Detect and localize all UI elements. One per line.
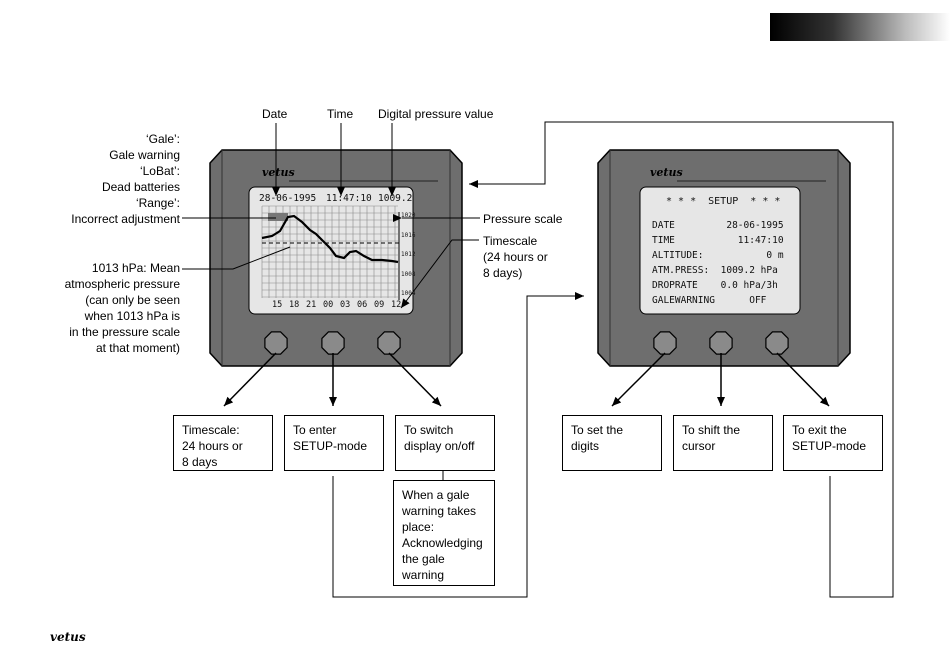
label-time: Time: [327, 107, 354, 121]
label-mean-pressure: 1013 hPa: Mean atmospheric pressure (can…: [64, 261, 180, 355]
display-pressure: 1009.2: [378, 193, 413, 204]
display-time: 11:47:10: [326, 193, 372, 204]
header-gradient-bar: [770, 13, 950, 41]
box-exit-setup: To exit the SETUP-mode: [783, 415, 883, 471]
button-exit-setup[interactable]: [765, 331, 789, 355]
right-device: [597, 149, 851, 367]
x-tick-label: 18: [289, 300, 300, 310]
label-date: Date: [262, 107, 288, 121]
button-timescale[interactable]: [264, 331, 288, 355]
setup-row: TIME 11:47:10: [652, 235, 784, 246]
setup-row: DROPRATE 0.0 hPa/3h: [652, 280, 778, 291]
box-enter-setup: To enter SETUP-mode: [284, 415, 384, 471]
setup-row: GALEWARNING OFF: [652, 295, 767, 306]
y-tick-label: 1012: [401, 251, 416, 258]
pressure-graph-curve: [261, 213, 400, 264]
box-timescale: Timescale: 24 hours or 8 days: [173, 415, 273, 471]
setup-row: ALTITUDE: 0 m: [652, 250, 784, 261]
leader-lines: [182, 123, 480, 309]
box-gale-acknowledge: When a gale warning takes place: Acknowl…: [393, 480, 495, 586]
button-arrows: [223, 352, 830, 407]
x-tick-label: 15: [272, 300, 283, 310]
box-set-digits: To set the digits: [562, 415, 662, 471]
pressure-graph-grid: [261, 205, 398, 298]
setup-row: DATE 28-06-1995: [652, 220, 784, 231]
display-date: 28-06-1995: [259, 193, 317, 204]
box-switch-display: To switch display on/off: [395, 415, 495, 471]
x-tick-label: 12: [391, 300, 402, 310]
button-display[interactable]: [377, 331, 401, 355]
button-setup[interactable]: [321, 331, 345, 355]
label-digital-pressure: Digital pressure value: [378, 107, 494, 121]
label-pressure-scale: Pressure scale: [483, 212, 563, 226]
x-tick-label: 09: [374, 300, 385, 310]
brand-logo-left: vetus: [262, 166, 295, 179]
y-tick-label: 1020: [401, 212, 416, 219]
flow-connectors: [332, 121, 894, 598]
setup-row: ATM.PRESS: 1009.2 hPa: [652, 265, 778, 276]
setup-title: * * * SETUP * * *: [666, 196, 781, 207]
brand-logo-right: vetus: [650, 166, 683, 179]
y-tick-label: 1008: [401, 270, 416, 278]
x-tick-label: 21: [306, 300, 317, 310]
button-shift-cursor[interactable]: [709, 331, 733, 355]
label-gale-warnings: ‘Gale’: Gale warning ‘LoBat’: Dead batte…: [71, 132, 180, 226]
x-tick-label: 00: [323, 300, 334, 310]
button-set-digits[interactable]: [653, 331, 677, 355]
box-shift-cursor: To shift the cursor: [673, 415, 773, 471]
label-timescale: Timescale (24 hours or 8 days): [483, 234, 548, 280]
y-tick-label: 1004: [401, 290, 416, 297]
brand-logo-footer: vetus: [50, 630, 86, 644]
x-tick-label: 03: [340, 300, 351, 310]
x-tick-label: 06: [357, 300, 368, 310]
y-tick-label: 1016: [401, 231, 416, 239]
